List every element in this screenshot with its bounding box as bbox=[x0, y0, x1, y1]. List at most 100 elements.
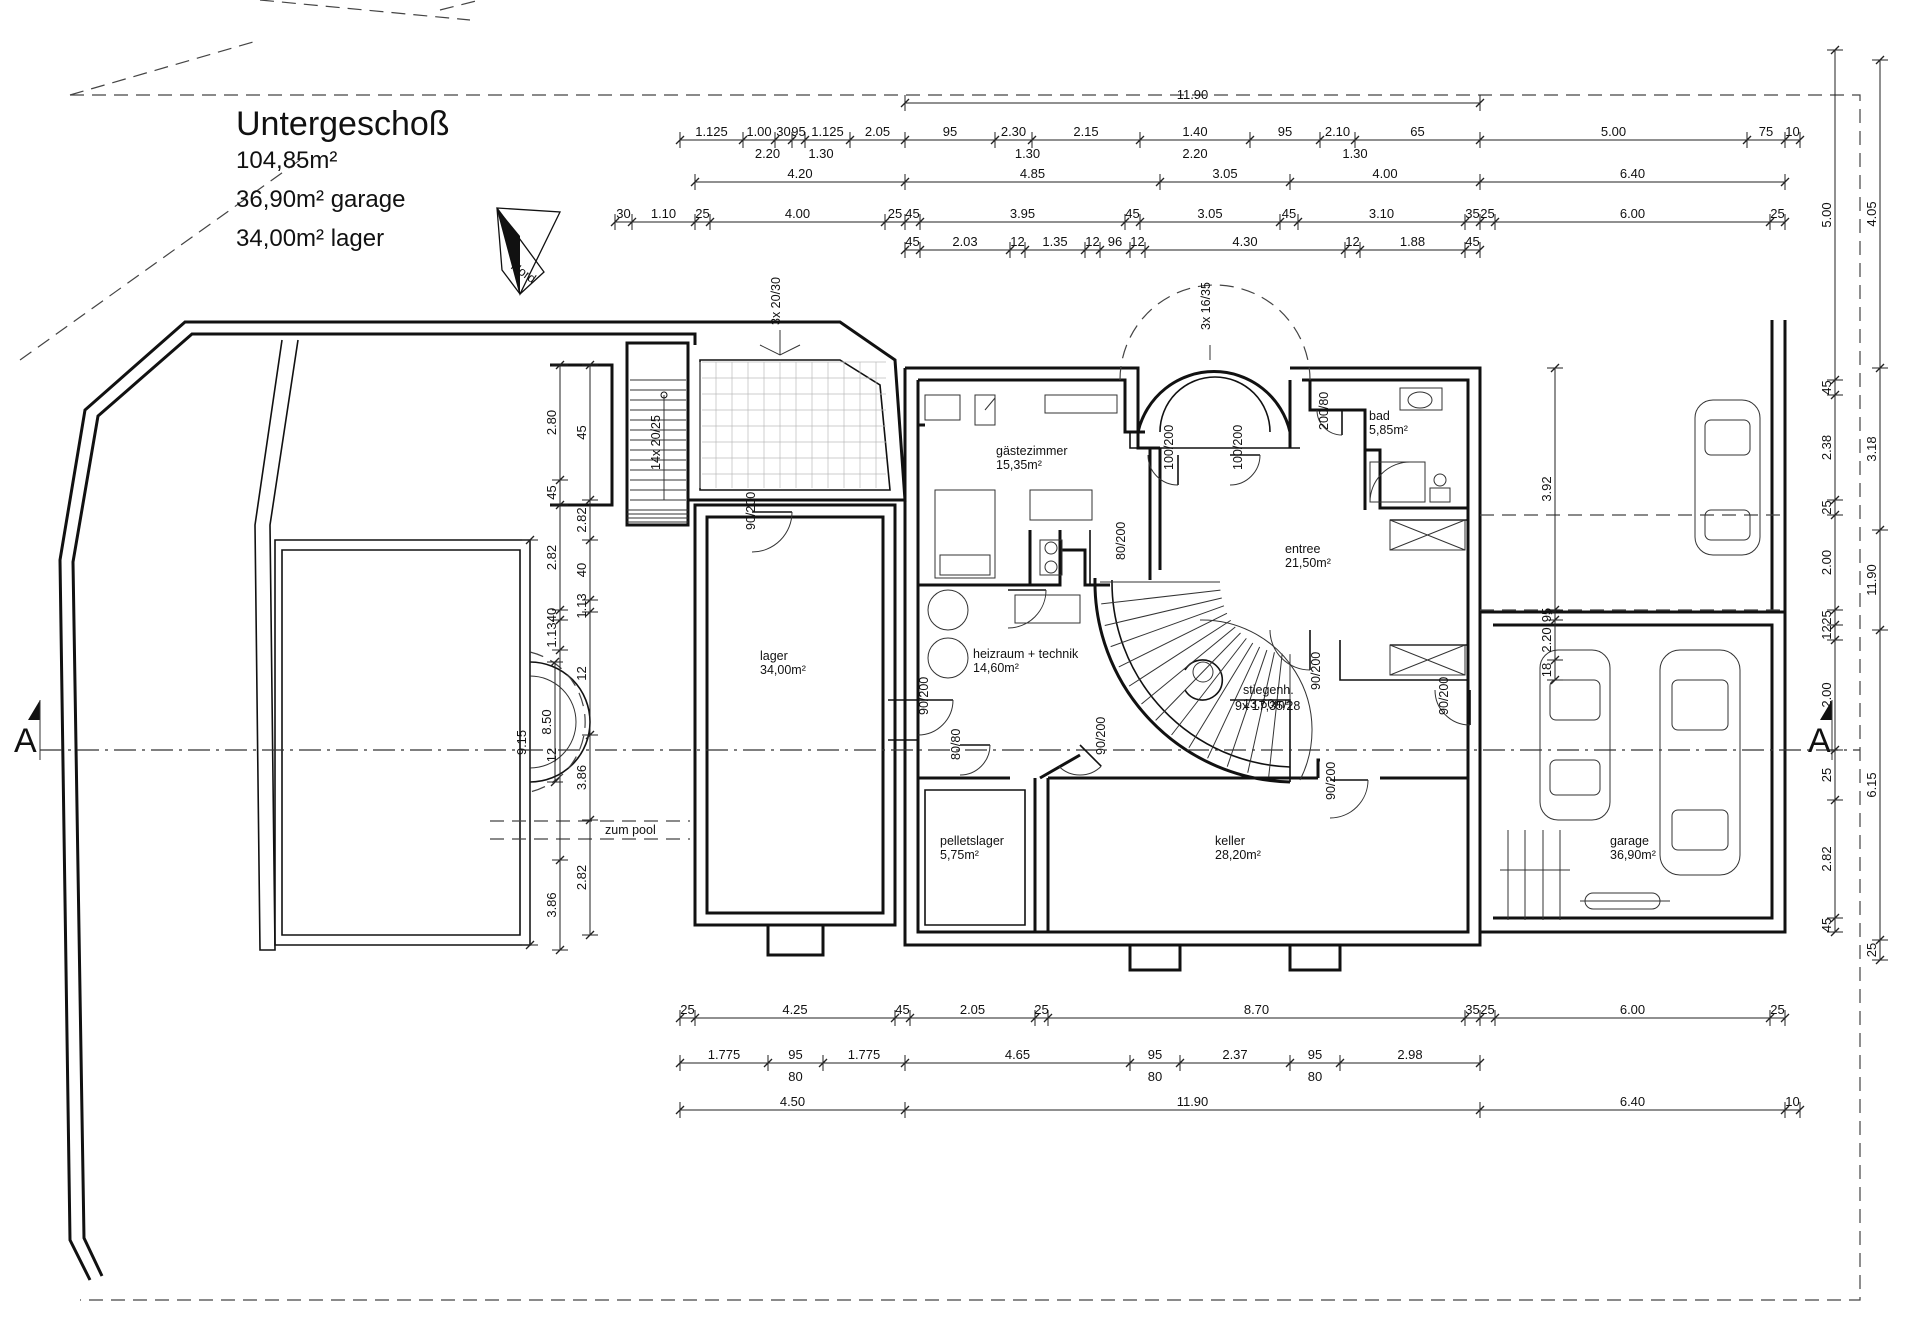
dimension-label: 9.15 bbox=[514, 730, 529, 755]
room-area: 15,35m² bbox=[996, 458, 1042, 472]
dimension-label: 1.30 bbox=[808, 146, 833, 161]
door-mark: 90/200 bbox=[1309, 652, 1323, 690]
dimension-label: 4.05 bbox=[1864, 201, 1879, 226]
dimension-label: 6.15 bbox=[1864, 772, 1879, 797]
dimension-label: 95 bbox=[788, 1047, 802, 1062]
room-name: garage bbox=[1610, 834, 1649, 848]
dimension-label: 2.80 bbox=[544, 410, 559, 435]
door-mark: 80/80 bbox=[949, 729, 963, 760]
dimension-label: 2.05 bbox=[865, 124, 890, 139]
door-mark: 200/80 bbox=[1317, 392, 1331, 430]
dimension-label: 6.00 bbox=[1620, 1002, 1645, 1017]
stair-left-label: 14x 20/25 bbox=[649, 415, 663, 470]
spiral-staircase: 9x 17,35/28 bbox=[1093, 577, 1313, 784]
door-swing bbox=[1007, 589, 1047, 629]
stair-spiral-label: 9x 17,35/28 bbox=[1235, 699, 1300, 713]
dimension-label: 12 bbox=[1819, 625, 1834, 639]
dimension-label: 2.37 bbox=[1222, 1047, 1247, 1062]
section-marker-left: A bbox=[14, 722, 37, 760]
dimension-label: 2.98 bbox=[1397, 1047, 1422, 1062]
room-name: keller bbox=[1215, 834, 1245, 848]
dimension-label: 45 bbox=[1819, 918, 1834, 932]
dimension-label: 2.82 bbox=[544, 545, 559, 570]
dimension-label: 12 bbox=[1345, 234, 1359, 249]
dimension-label: 10 bbox=[1785, 124, 1799, 139]
dimension-label: 95 bbox=[943, 124, 957, 139]
area-garage: 36,90m² garage bbox=[236, 186, 405, 213]
room-name: heizraum + technik bbox=[973, 647, 1079, 661]
title-block: Untergeschoß 104,85m² 36,90m² garage 34,… bbox=[236, 105, 562, 296]
dimension-label: 11.90 bbox=[1864, 564, 1879, 596]
dimension-label: 2.00 bbox=[1819, 682, 1834, 707]
dimension-label: 3.95 bbox=[1010, 206, 1035, 221]
dimension-label: 1.13 bbox=[574, 593, 589, 618]
dimension-label: 1.775 bbox=[848, 1047, 881, 1062]
dimension-label: 80 bbox=[1148, 1069, 1162, 1084]
door-mark: 100/200 bbox=[1162, 425, 1176, 470]
dimension-label: 95 bbox=[1539, 608, 1554, 622]
dimension-label: 6.40 bbox=[1620, 1094, 1645, 1109]
room-name: stiegenh. bbox=[1243, 683, 1294, 697]
dimension-label: 25 bbox=[1864, 943, 1879, 957]
room-area: 14,60m² bbox=[973, 661, 1019, 675]
pool-area-walls: zum pool bbox=[58, 320, 697, 1281]
dimension-label: 3.18 bbox=[1864, 436, 1879, 461]
car-icon bbox=[1659, 649, 1741, 876]
plot-boundary bbox=[19, 0, 1861, 1301]
car-icon bbox=[1539, 649, 1611, 821]
dimension-label: 30 bbox=[776, 124, 790, 139]
dimension-label: 1.40 bbox=[1182, 124, 1207, 139]
pool-label: zum pool bbox=[605, 823, 656, 837]
stair-top-label: 3x 20/30 bbox=[769, 277, 783, 325]
door-swing bbox=[1269, 629, 1311, 671]
dimension-label: 1.125 bbox=[811, 124, 844, 139]
door-swing bbox=[1434, 689, 1471, 726]
dimension-label: 95 bbox=[791, 124, 805, 139]
dimension-label: 2.20 bbox=[1539, 627, 1554, 652]
door-swing bbox=[1229, 454, 1261, 486]
room-name: gästezimmer bbox=[996, 444, 1068, 458]
dimension-label: 11.90 bbox=[1177, 87, 1209, 102]
dimension-label: 6.40 bbox=[1620, 166, 1645, 181]
doors: 90/200 80/200 100/200 100/200 200/80 90/200 80… bbox=[744, 392, 1471, 819]
dimension-label: 1.13 bbox=[544, 622, 559, 647]
door-mark: 100/200 bbox=[1231, 425, 1245, 470]
dimension-label: 25 bbox=[1819, 610, 1834, 624]
area-lager: 34,00m² lager bbox=[236, 225, 384, 252]
dimension-label: 2.20 bbox=[1182, 146, 1207, 161]
dimension-label: 4.00 bbox=[785, 206, 810, 221]
dimension-label: 65 bbox=[1410, 124, 1424, 139]
dimension-label: 5.00 bbox=[1819, 202, 1834, 227]
lager-room bbox=[693, 503, 918, 957]
dimension-label: 1.30 bbox=[1015, 146, 1040, 161]
dimension-label: 25 bbox=[1819, 500, 1834, 514]
dimension-label: 45 bbox=[1282, 206, 1296, 221]
dimension-label: 4.85 bbox=[1020, 166, 1045, 181]
motorcycle-icon bbox=[1580, 892, 1670, 910]
room-area: 5,75m² bbox=[940, 848, 979, 862]
dimension-label: 45 bbox=[905, 206, 919, 221]
dimension-label: 2.10 bbox=[1325, 124, 1350, 139]
pelletslager-room bbox=[924, 789, 1026, 926]
room-area: 34,00m² bbox=[760, 663, 806, 677]
room-area: 36,90m² bbox=[1610, 848, 1656, 862]
dimension-label: 8.70 bbox=[1244, 1002, 1269, 1017]
dimension-label: 95 bbox=[1308, 1047, 1322, 1062]
dimension-label: 2.15 bbox=[1073, 124, 1098, 139]
exterior-stairs: 14x 20/25 3x 20/30 bbox=[625, 277, 907, 527]
door-mark: 80/200 bbox=[1114, 522, 1128, 560]
door-swing bbox=[1147, 454, 1179, 486]
room-name: bad bbox=[1369, 409, 1390, 423]
dimension-label: 1.00 bbox=[746, 124, 771, 139]
room-name: lager bbox=[760, 649, 788, 663]
door-mark: 90/200 bbox=[917, 677, 931, 715]
dimension-label: 35 bbox=[1465, 1002, 1479, 1017]
dimension-label: 96 bbox=[1108, 234, 1122, 249]
dimension-label: 11.90 bbox=[1177, 1094, 1209, 1109]
dimension-label: 35 bbox=[1465, 206, 1479, 221]
dimension-label: 4.20 bbox=[787, 166, 812, 181]
dimension-label: 2.30 bbox=[1001, 124, 1026, 139]
dimension-label: 12 bbox=[574, 666, 589, 680]
door-mark: 90/200 bbox=[1437, 677, 1451, 715]
